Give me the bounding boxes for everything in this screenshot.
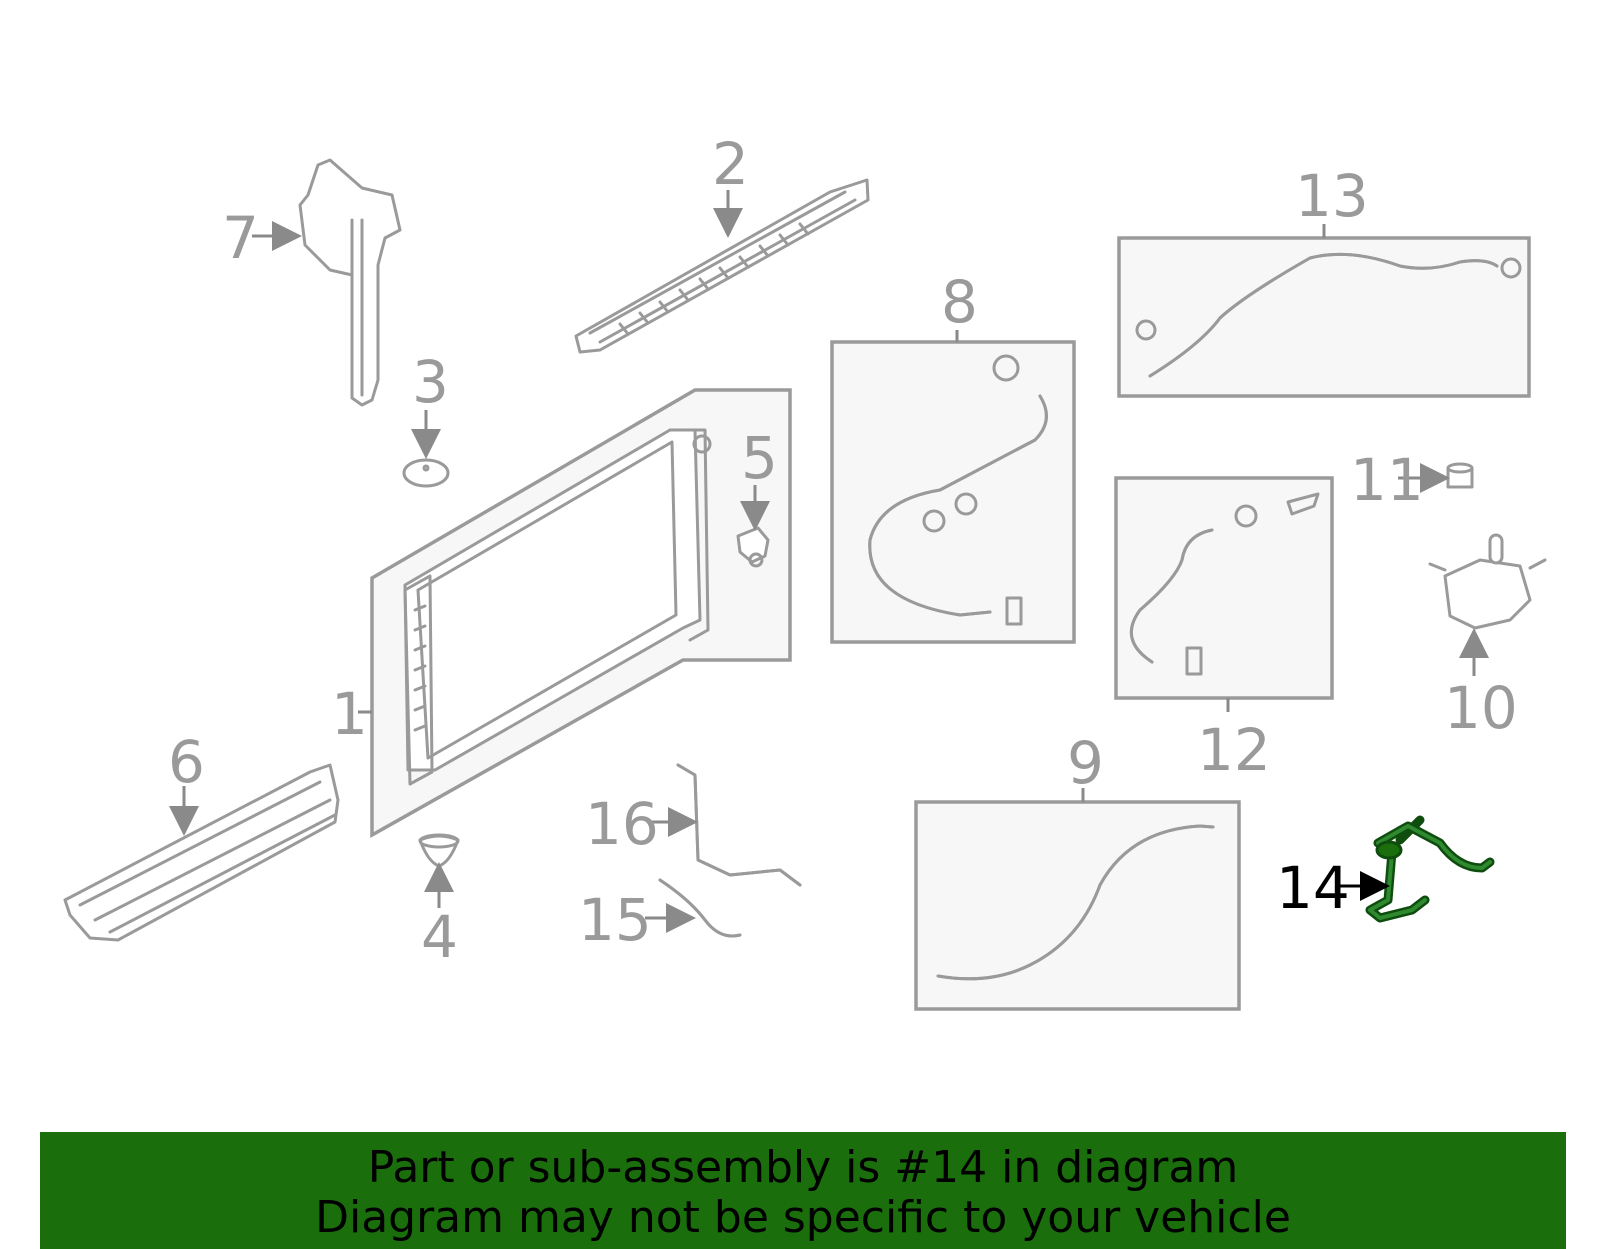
overflow-hose-kit-part-13[interactable] (1117, 236, 1531, 398)
callout-4: 4 (421, 903, 458, 971)
reservoir-part-10[interactable] (1428, 533, 1547, 630)
callout-2: 2 (712, 130, 749, 198)
callout-10: 10 (1444, 674, 1518, 742)
callout-16: 16 (585, 790, 659, 858)
callout-8: 8 (941, 268, 978, 336)
side-bracket-part-7[interactable] (298, 158, 402, 407)
water-pipe-part-14[interactable] (1365, 815, 1495, 923)
banner-line-part: Part or sub-assembly is #14 in diagram (367, 1142, 1239, 1193)
upper-seal-part-2[interactable] (574, 178, 870, 354)
callout-14: 14 (1276, 854, 1350, 922)
drain-plug-part-5[interactable] (736, 526, 770, 568)
bypass-hose-kit-part-12[interactable] (1114, 476, 1334, 700)
upper-hose-kit-part-8[interactable] (830, 340, 1076, 644)
lower-hose-part-9[interactable] (914, 800, 1241, 1011)
radiator-part-1[interactable] (370, 388, 792, 838)
pipe-part-15[interactable] (658, 878, 742, 938)
lower-seal-part-6[interactable] (63, 763, 340, 942)
callout-11: 11 (1350, 446, 1424, 514)
clip-part-3[interactable] (402, 458, 450, 488)
banner-line-disclaimer: Diagram may not be specific to your vehi… (315, 1192, 1291, 1243)
pipe-part-16[interactable] (676, 763, 802, 887)
callout-7: 7 (222, 204, 259, 272)
callout-3: 3 (412, 348, 449, 416)
callout-9: 9 (1067, 729, 1104, 797)
callout-6: 6 (168, 728, 205, 796)
mount-part-4[interactable] (418, 833, 460, 868)
callout-15: 15 (578, 886, 652, 954)
cap-part-11[interactable] (1446, 462, 1474, 489)
notice-banner: Part or sub-assembly is #14 in diagram D… (40, 1132, 1566, 1249)
callout-5: 5 (741, 424, 778, 492)
callout-12: 12 (1197, 716, 1271, 784)
callout-1: 1 (331, 680, 368, 748)
callout-13: 13 (1295, 162, 1369, 230)
